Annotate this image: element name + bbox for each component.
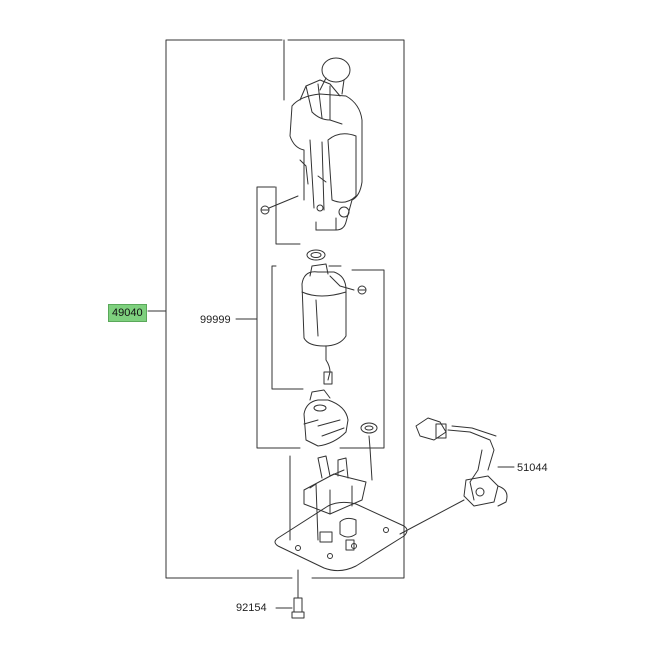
pump-base-plate bbox=[274, 447, 408, 572]
pump-housing-top bbox=[283, 39, 363, 231]
callout-51044[interactable]: 51044 bbox=[517, 462, 548, 474]
callout-92154[interactable]: 92154 bbox=[236, 602, 267, 614]
assembly-bracket-49040 bbox=[147, 39, 405, 579]
bolt-bottom-92154 bbox=[275, 569, 305, 619]
callout-99999[interactable]: 99999 bbox=[200, 314, 231, 326]
callout-49040[interactable]: 49040 bbox=[108, 304, 147, 322]
wire-harness-51044 bbox=[399, 417, 515, 535]
fuel-pump-motor bbox=[301, 263, 367, 385]
subassembly-bracket-99999 bbox=[235, 186, 385, 449]
o-ring-right bbox=[360, 422, 378, 449]
bolt-small-left bbox=[260, 195, 299, 215]
fuel-strainer bbox=[303, 389, 349, 447]
o-ring-top bbox=[306, 249, 326, 261]
